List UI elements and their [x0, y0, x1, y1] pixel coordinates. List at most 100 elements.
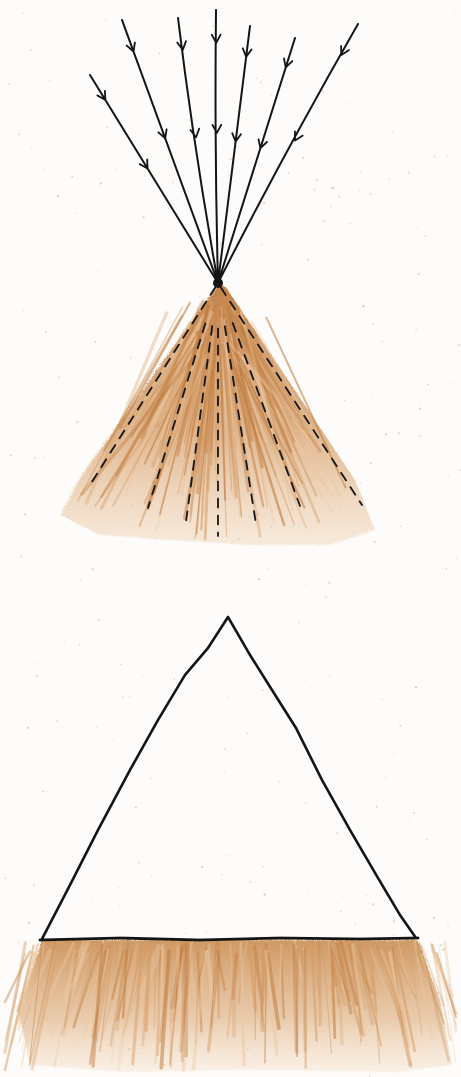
paper-speckle — [332, 187, 334, 189]
paper-speckle — [246, 732, 248, 734]
paper-speckle — [82, 649, 83, 650]
paper-speckle — [260, 81, 262, 83]
paper-speckle — [33, 884, 35, 886]
paper-speckle — [399, 725, 401, 727]
paper-speckle — [271, 95, 273, 97]
converging-rays-diagram — [60, 10, 375, 545]
paper-speckle — [76, 421, 78, 423]
paper-speckle — [258, 282, 259, 283]
paper-speckle — [71, 176, 73, 178]
paper-speckle — [381, 698, 383, 700]
triangle-baseline — [40, 938, 418, 940]
paper-speckle — [338, 196, 340, 198]
paper-speckle — [150, 777, 152, 779]
paper-speckle — [360, 46, 361, 47]
paper-speckle — [340, 911, 342, 913]
paper-speckle — [419, 436, 421, 438]
paper-speckle — [307, 259, 309, 261]
paper-speckle — [419, 407, 421, 409]
paper-speckle — [122, 696, 124, 698]
paper-speckle — [385, 433, 387, 435]
paper-speckle — [190, 631, 191, 632]
paper-speckle — [413, 812, 415, 814]
paper-speckle — [201, 866, 203, 868]
paper-speckle — [130, 357, 132, 359]
paper-speckle — [20, 556, 22, 558]
paper-speckle — [206, 931, 207, 932]
paper-speckle — [416, 227, 417, 228]
triangle-outline — [42, 617, 416, 939]
paper-speckle — [119, 887, 121, 889]
paper-speckle — [258, 578, 260, 580]
paper-speckle — [415, 686, 417, 688]
paper-speckle — [98, 271, 99, 272]
brush-stroke — [319, 943, 320, 1025]
paper-speckle — [73, 92, 74, 93]
paper-speckle — [331, 206, 332, 207]
paper-speckle — [45, 331, 47, 333]
paper-speckle — [278, 781, 280, 783]
paper-speckle — [151, 875, 152, 876]
paper-speckle — [249, 881, 251, 883]
paper-speckle — [28, 922, 30, 924]
paper-speckle — [265, 341, 266, 342]
incoming-rays — [90, 10, 358, 283]
paper-speckle — [264, 893, 266, 895]
paper-speckle — [331, 164, 332, 165]
paper-speckle — [135, 806, 137, 808]
paper-speckle — [142, 676, 144, 678]
paper-speckle — [9, 83, 10, 84]
paper-speckle — [102, 601, 103, 602]
paper-speckle — [398, 432, 400, 434]
focal-point — [213, 278, 223, 288]
paper-speckle — [106, 127, 108, 129]
paper-speckle — [221, 874, 223, 876]
paper-speckle — [112, 739, 113, 740]
paper-speckle — [360, 171, 361, 172]
paper-speckle — [415, 329, 417, 331]
paper-speckle — [228, 697, 229, 698]
paper-speckle — [334, 359, 335, 360]
paper-speckle — [336, 832, 338, 834]
paper-speckle — [362, 305, 364, 307]
paper-speckle — [149, 574, 150, 575]
paper-speckle — [225, 98, 226, 99]
paper-speckle — [56, 720, 58, 722]
paper-speckle — [316, 179, 318, 181]
paper-speckle — [427, 384, 429, 386]
paper-speckle — [436, 453, 437, 454]
paper-speckle — [46, 791, 47, 792]
brush-stroke — [262, 952, 263, 1020]
paper-speckle — [223, 771, 225, 773]
paper-speckle — [42, 791, 44, 793]
paper-speckle — [426, 839, 428, 841]
paper-speckle — [229, 159, 230, 160]
paper-speckle — [129, 696, 131, 698]
paper-speckle — [80, 579, 81, 580]
paper-speckle — [262, 690, 263, 691]
paper-speckle — [139, 630, 140, 631]
ray-line — [216, 10, 218, 283]
paper-speckle — [185, 933, 186, 934]
paper-speckle — [27, 727, 29, 729]
paper-speckle — [64, 641, 65, 642]
paper-speckle — [323, 220, 325, 222]
paper-speckle — [456, 558, 457, 559]
paper-speckle — [409, 817, 410, 818]
paper-speckle — [354, 923, 356, 925]
paper-speckle — [346, 102, 348, 104]
paper-speckle — [22, 13, 23, 14]
paper-speckle — [24, 514, 26, 516]
paper-speckle — [100, 591, 102, 593]
paper-speckle — [352, 70, 353, 71]
paper-speckle — [345, 187, 346, 188]
paper-speckle — [62, 892, 63, 893]
paper-speckle — [349, 223, 351, 225]
paper-speckle — [388, 62, 389, 63]
paper-speckle — [400, 525, 402, 527]
paper-speckle — [359, 482, 361, 484]
paper-speckle — [345, 827, 347, 829]
paper-speckle — [90, 898, 92, 900]
paper-speckle — [37, 661, 38, 662]
paper-speckle — [226, 855, 228, 857]
